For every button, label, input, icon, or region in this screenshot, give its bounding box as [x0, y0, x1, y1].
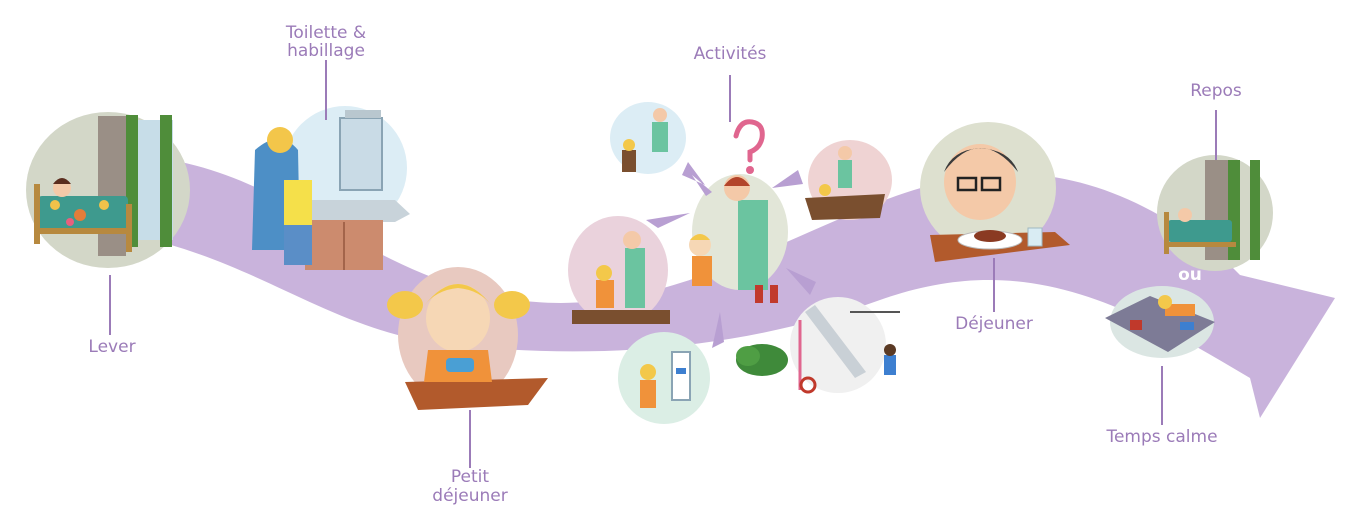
- label-temps-calme: Temps calme: [1106, 427, 1218, 447]
- rest-bed-icon: [1157, 155, 1273, 271]
- easel-activity: [618, 332, 710, 424]
- crafts-activity: [568, 216, 670, 324]
- reading-activity: [610, 102, 686, 174]
- label-petit-line2: déjeuner: [432, 486, 508, 506]
- activity-arrows: [646, 162, 816, 348]
- label-ou: ou: [1178, 265, 1202, 285]
- teacher-icon: [689, 174, 788, 303]
- sink-icon: [252, 106, 410, 270]
- question-icon: [733, 119, 765, 174]
- breakfast-icon: [387, 267, 548, 410]
- bed-icon: [26, 112, 190, 268]
- quiet-play-icon: [1105, 286, 1215, 358]
- lunch-icon: [920, 122, 1070, 262]
- label-petit-line1: Petit: [450, 467, 490, 487]
- label-lever: Lever: [88, 337, 136, 357]
- label-activites: Activités: [693, 44, 767, 64]
- label-repos: Repos: [1190, 81, 1242, 101]
- label-dejeuner: Déjeuner: [955, 314, 1033, 334]
- painting-table-activity: [805, 140, 892, 220]
- slide-icon: [790, 297, 900, 394]
- label-toilette-line1: Toilette &: [285, 23, 367, 43]
- bush-icon: [736, 344, 788, 376]
- label-toilette-line2: habillage: [287, 41, 365, 61]
